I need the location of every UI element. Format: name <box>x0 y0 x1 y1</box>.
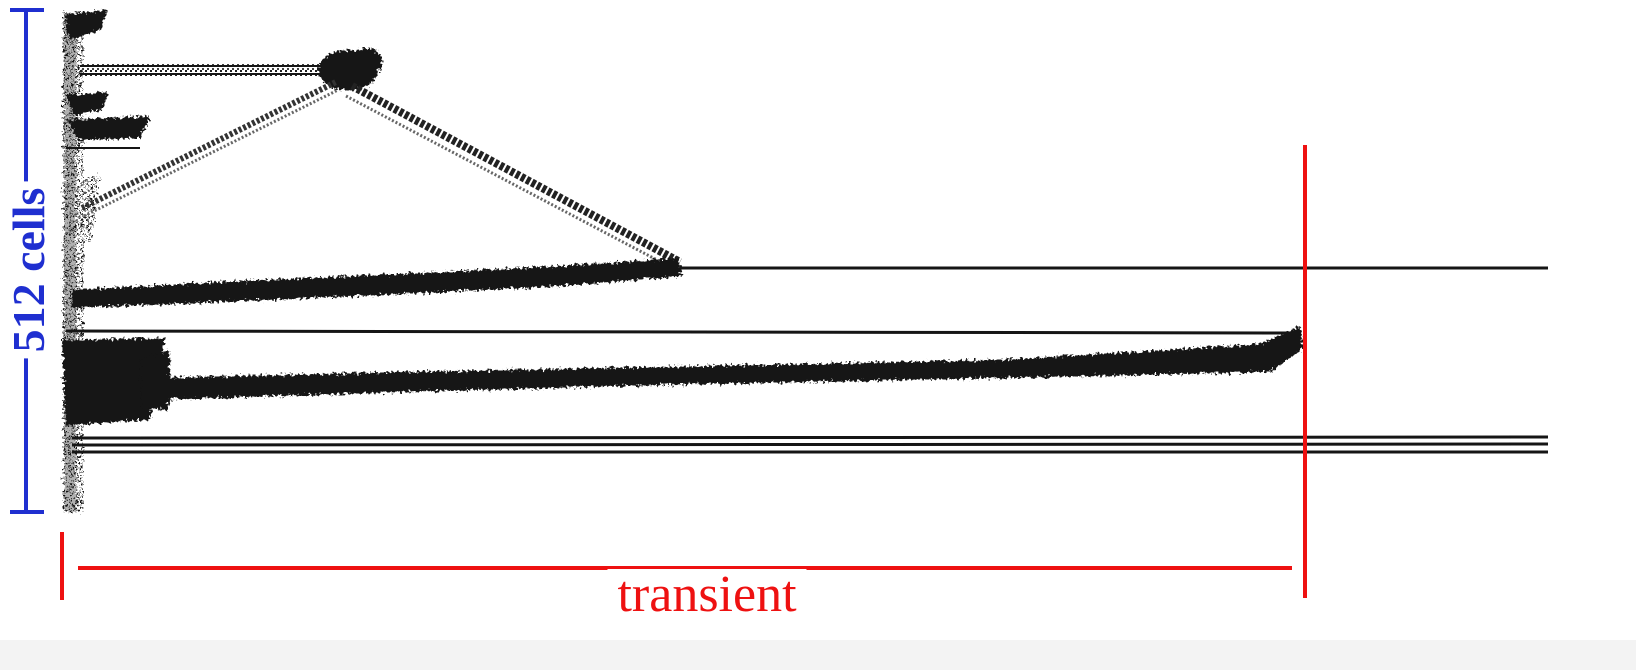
bottom-steady-lines <box>71 435 1549 454</box>
page-bottom-shading <box>0 640 1636 670</box>
diagonal-glider-streams <box>80 79 682 272</box>
transient-marker <box>60 145 1307 600</box>
transient-label: transient <box>607 569 807 621</box>
upper-glider-track <box>80 64 342 76</box>
height-label: 512 cells <box>3 181 54 359</box>
lower-chaotic-band <box>140 326 1304 410</box>
left-boundary-activity <box>62 10 165 512</box>
middle-steady-line <box>65 329 1301 335</box>
collision-cluster <box>318 48 382 90</box>
upper-chaotic-band <box>72 258 682 308</box>
